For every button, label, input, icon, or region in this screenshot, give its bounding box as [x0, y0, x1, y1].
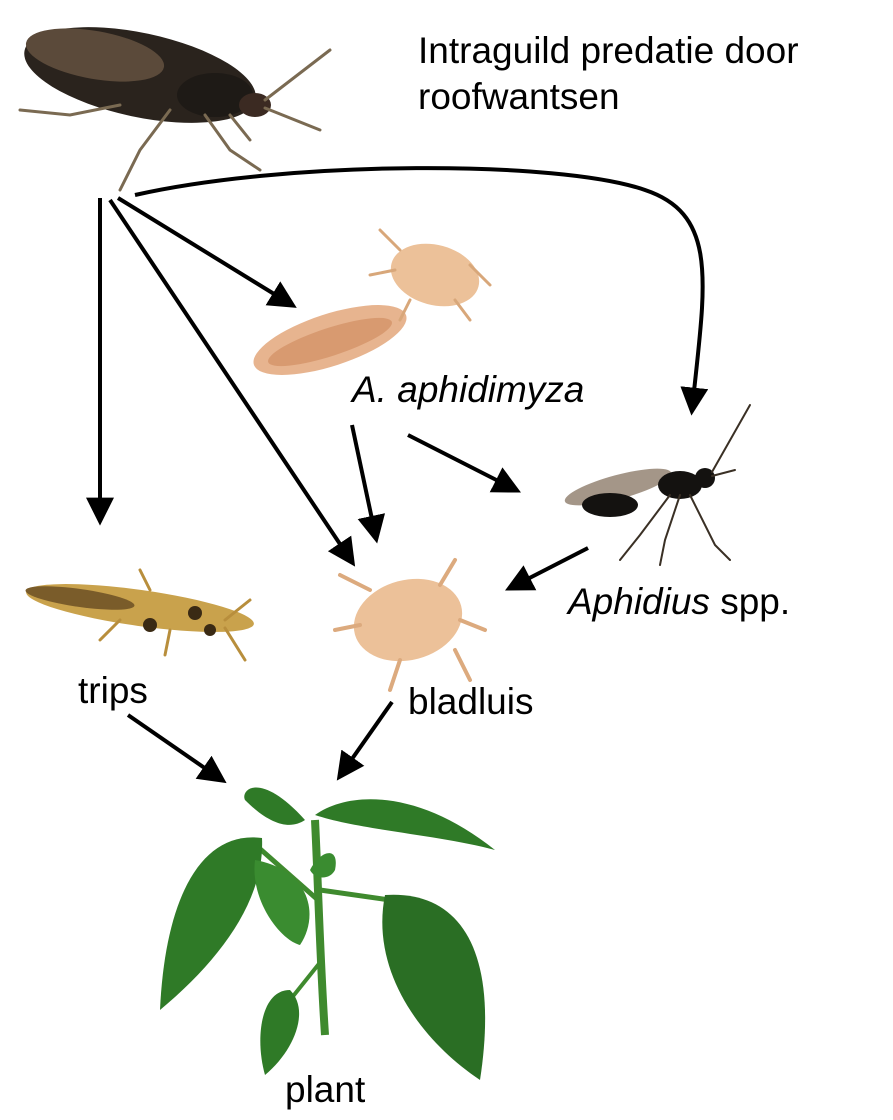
label-aphidius: Aphidius spp. — [568, 580, 790, 624]
label-trips: trips — [78, 669, 148, 713]
parasitoid-wasp-icon — [562, 405, 750, 565]
label-aphidimyza: A. aphidimyza — [352, 368, 584, 412]
arrow-aphidimyza-to-bladluis — [352, 425, 376, 538]
label-bladluis: bladluis — [408, 680, 533, 724]
pepper-plant-icon — [160, 788, 495, 1081]
aphid-icon — [335, 560, 485, 690]
arrow-bladluis-to-plant — [340, 702, 392, 776]
predatory-bug-icon — [16, 9, 330, 190]
arrow-trips-to-plant — [128, 715, 222, 780]
label-aphidius-spp: spp. — [710, 581, 790, 622]
label-aphidius-genus: Aphidius — [568, 581, 710, 622]
thrips-icon — [24, 570, 257, 660]
title-line-1: Intraguild predatie door — [418, 28, 799, 74]
arrow-aphidimyza-to-aphidius — [408, 435, 516, 490]
diagram-title: Intraguild predatie door roofwantsen — [418, 28, 799, 120]
label-plant: plant — [285, 1068, 365, 1112]
arrow-predator-to-bladluis — [110, 200, 352, 562]
title-line-2: roofwantsen — [418, 74, 799, 120]
